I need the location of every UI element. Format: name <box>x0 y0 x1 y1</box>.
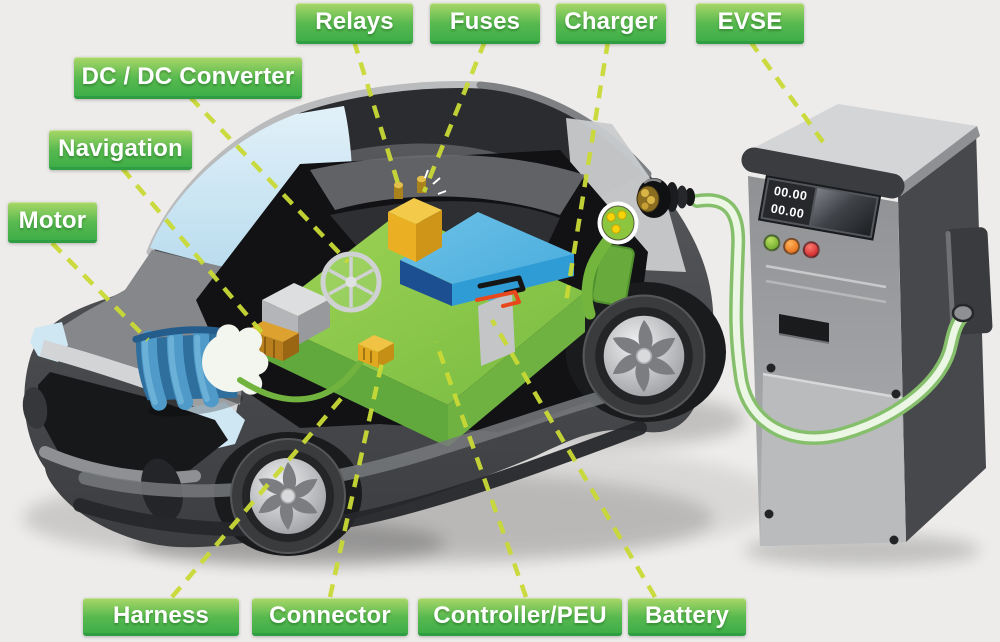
label-dc-dc-converter: DC / DC Converter <box>74 57 302 99</box>
rocker-highlight <box>78 385 629 498</box>
leader-line-fuses <box>421 40 488 193</box>
rear-wheel <box>582 294 706 418</box>
label-fuses-text: Fuses <box>449 8 521 35</box>
station-display-values: 00.00 00.00 <box>762 179 816 226</box>
green-status-button <box>762 233 782 253</box>
station-separator <box>765 264 887 289</box>
red-status-button <box>801 239 822 260</box>
station-bolts <box>764 363 901 545</box>
label-controller-peu: Controller/PEU <box>418 598 622 636</box>
motor <box>132 324 269 417</box>
far-sill <box>310 154 585 215</box>
station-top-face <box>746 104 977 186</box>
label-evse: EVSE <box>696 3 804 44</box>
station-top-edge <box>898 126 980 196</box>
connector-slots <box>363 348 372 363</box>
rocker-shadow <box>73 421 647 537</box>
label-dc-dc-converter-text: DC / DC Converter <box>81 62 295 90</box>
label-charger-text: Charger <box>564 8 658 35</box>
leader-lines <box>50 39 825 599</box>
station-canopy <box>741 147 905 199</box>
motor-end-cap <box>202 324 269 395</box>
label-battery-text: Battery <box>644 601 730 629</box>
front-wheel <box>230 438 346 554</box>
label-evse-text: EVSE <box>717 8 783 35</box>
station-panel-edge <box>762 372 903 400</box>
leader-line-motor <box>50 241 150 342</box>
fog-lamp <box>22 387 48 429</box>
relay-fuse-junction-box <box>388 169 447 262</box>
station-slot-edge <box>778 333 830 344</box>
leader-line-battery <box>490 318 657 599</box>
leader-line-connector <box>327 361 385 598</box>
battery-clamps <box>475 275 526 308</box>
orange-status-button <box>781 236 802 257</box>
charge-port <box>597 201 639 245</box>
label-navigation: Navigation <box>49 130 192 170</box>
label-connector-text: Connector <box>269 601 391 629</box>
station-separator <box>765 279 887 304</box>
leader-line-controller <box>433 341 529 598</box>
station-side-face <box>898 130 986 542</box>
label-relays: Relays <box>296 3 413 44</box>
harness-cable <box>237 349 371 403</box>
label-harness: Harness <box>83 598 239 636</box>
front-grille <box>38 372 228 478</box>
label-fuses: Fuses <box>430 3 540 44</box>
label-charger: Charger <box>556 3 666 44</box>
label-motor-text: Motor <box>18 207 87 234</box>
rear-quarter-panel <box>566 118 686 272</box>
bumper-lip <box>39 446 201 484</box>
label-harness-text: Harness <box>112 601 210 629</box>
holster-socket <box>951 303 975 323</box>
connector-block <box>358 335 394 368</box>
charging-plug <box>636 178 695 218</box>
leader-line-navigation <box>120 166 265 336</box>
spark-marks <box>424 169 447 195</box>
evse-station <box>741 104 993 546</box>
charge-port-arm <box>581 234 614 320</box>
label-battery: Battery <box>628 598 746 636</box>
onboard-charger <box>591 243 635 307</box>
label-controller-peu-text: Controller/PEU <box>433 601 607 629</box>
dc-dc-converter-fan <box>320 251 382 313</box>
battery-support <box>478 292 515 366</box>
station-display-screen <box>810 188 877 236</box>
charging-cable <box>690 193 975 445</box>
leader-line-dcdc <box>188 95 350 264</box>
car-cutaway <box>22 80 726 556</box>
label-relays-text: Relays <box>315 8 394 35</box>
leader-line-relays <box>351 40 403 191</box>
label-navigation-text: Navigation <box>58 134 183 162</box>
label-connector: Connector <box>252 598 408 636</box>
label-motor: Motor <box>8 202 97 243</box>
station-lower-panel <box>760 374 906 546</box>
